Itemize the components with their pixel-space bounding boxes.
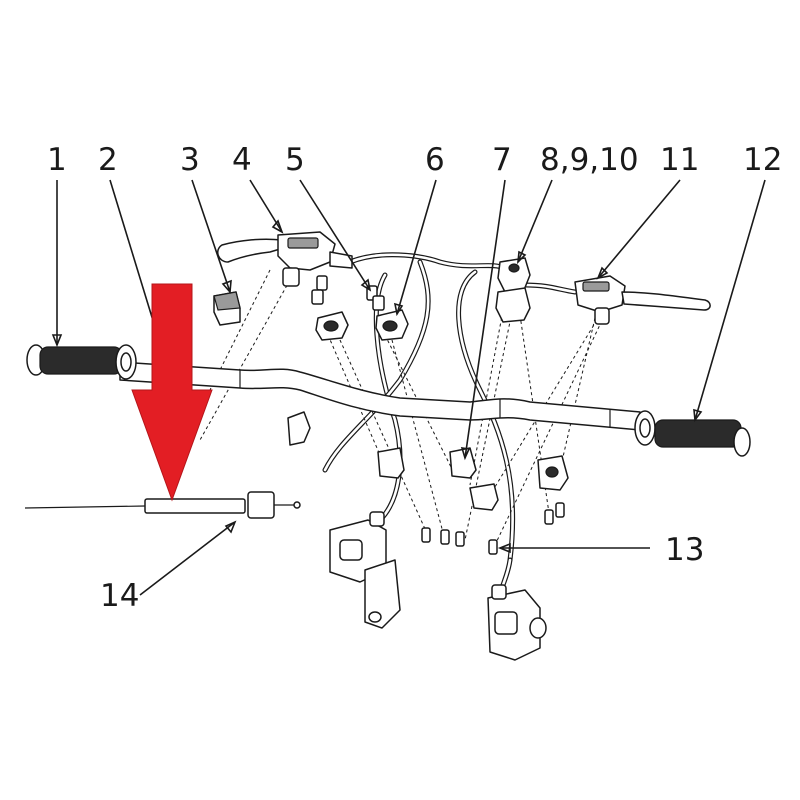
right-grip bbox=[634, 410, 751, 457]
red-highlight-arrow bbox=[131, 283, 213, 502]
left-switch-housing bbox=[213, 291, 241, 326]
callout-6: 6 bbox=[425, 142, 445, 178]
right-brake-lever bbox=[574, 275, 711, 325]
callout-14: 14 bbox=[100, 578, 139, 614]
callout-11: 11 bbox=[660, 142, 699, 178]
callout-2: 2 bbox=[98, 142, 118, 178]
callout-1: 1 bbox=[47, 142, 67, 178]
callout-5: 5 bbox=[285, 142, 305, 178]
right-clamp-assembly bbox=[495, 257, 531, 323]
callout-12: 12 bbox=[743, 142, 782, 178]
callout-7: 7 bbox=[492, 142, 512, 178]
callout-4: 4 bbox=[232, 142, 252, 178]
clamp-bolts bbox=[311, 275, 565, 555]
left-grip bbox=[26, 344, 137, 380]
callout-13: 13 bbox=[665, 532, 704, 568]
rear-brake-caliper bbox=[487, 584, 547, 661]
throttle-cable bbox=[24, 491, 301, 519]
callout-labels: 1 2 3 4 5 6 7 8,9,10 11 12 13 14 bbox=[47, 142, 782, 614]
upper-clamps bbox=[315, 309, 409, 341]
callout-3: 3 bbox=[180, 142, 200, 178]
left-brake-lever bbox=[217, 231, 353, 287]
callout-8-9-10: 8,9,10 bbox=[540, 142, 639, 178]
lower-clamps bbox=[287, 411, 569, 511]
front-brake-caliper bbox=[329, 511, 401, 629]
